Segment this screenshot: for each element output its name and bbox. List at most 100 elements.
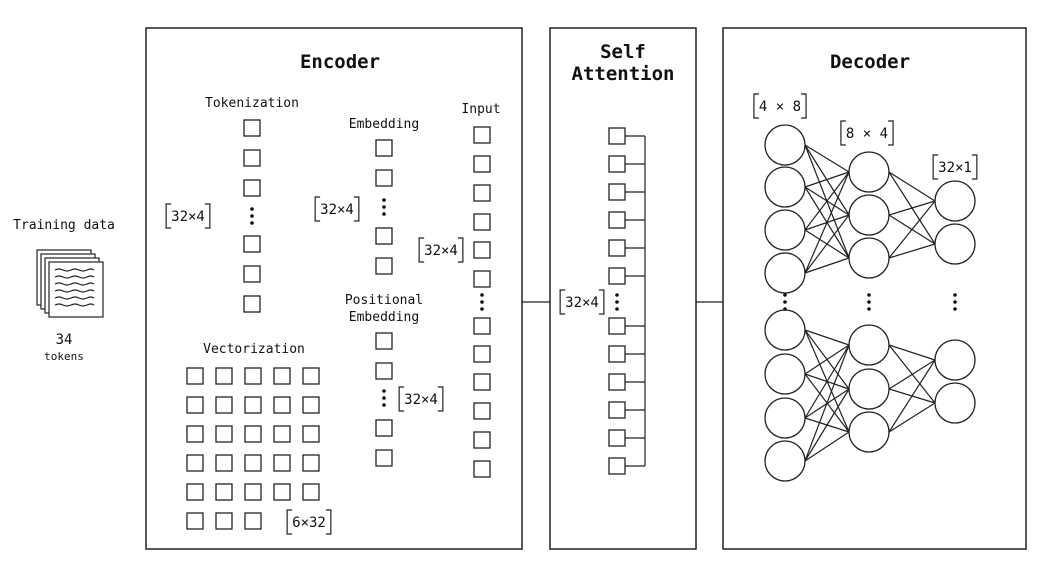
vectorization-cell bbox=[215, 396, 233, 414]
vectorization-cell bbox=[244, 396, 262, 414]
neuron-node-layer-3 bbox=[934, 339, 976, 381]
neuron-node-layer-1 bbox=[764, 166, 806, 208]
attention-cell bbox=[608, 211, 626, 229]
connection-edge bbox=[888, 359, 936, 390]
attention-cell bbox=[608, 127, 626, 145]
connection-edge bbox=[804, 388, 850, 462]
input-label: Input bbox=[461, 102, 500, 117]
input-cell bbox=[473, 270, 491, 288]
svg-text:4 × 8: 4 × 8 bbox=[759, 99, 801, 115]
attention-cell bbox=[608, 345, 626, 363]
connection-edge bbox=[888, 171, 936, 202]
neuron-node-layer-2 bbox=[848, 368, 890, 410]
input-cell bbox=[473, 460, 491, 478]
input-cell bbox=[473, 184, 491, 202]
ellipsis-dots bbox=[480, 293, 484, 311]
decoder-network bbox=[764, 124, 976, 482]
connection-edge bbox=[804, 344, 850, 375]
decoder-layer1-dim: 4 × 8 bbox=[753, 93, 807, 119]
attention-cell bbox=[608, 457, 626, 475]
svg-text:32×4: 32×4 bbox=[404, 392, 438, 408]
connection-edge bbox=[888, 344, 936, 361]
connection-edge bbox=[804, 344, 850, 462]
self-attention-panel bbox=[549, 27, 697, 550]
svg-text:8 × 4: 8 × 4 bbox=[846, 126, 888, 142]
vectorization-cell bbox=[302, 454, 320, 472]
connection-edge bbox=[804, 214, 850, 274]
connection-edge bbox=[888, 200, 936, 216]
neuron-node-layer-2 bbox=[848, 151, 890, 193]
embedding-label: Embedding bbox=[349, 117, 419, 132]
vectorization-cell bbox=[186, 367, 204, 385]
neuron-node-layer-1 bbox=[764, 209, 806, 251]
token-cell bbox=[243, 265, 261, 283]
token-cell bbox=[243, 179, 261, 197]
vectorization-cell bbox=[273, 454, 291, 472]
connection-edge bbox=[888, 402, 936, 433]
attention-cell bbox=[608, 429, 626, 447]
ellipsis-dots bbox=[783, 293, 787, 311]
tokenization-label: Tokenization bbox=[205, 96, 299, 111]
connection-edge bbox=[804, 171, 850, 274]
encoder-title: Encoder bbox=[300, 51, 380, 73]
input-cell bbox=[473, 241, 491, 259]
connection-edge bbox=[888, 359, 936, 433]
vectorization-cell bbox=[302, 483, 320, 501]
neuron-node-layer-2 bbox=[848, 194, 890, 236]
token-cell bbox=[243, 295, 261, 313]
ellipsis-dots bbox=[382, 198, 386, 216]
vectorization-cell bbox=[215, 512, 233, 530]
vectorization-cell bbox=[186, 483, 204, 501]
neuron-node-layer-1 bbox=[764, 440, 806, 482]
encoder-panel bbox=[145, 27, 523, 550]
positional-embedding-cell bbox=[375, 362, 393, 380]
embedding-cell bbox=[375, 257, 393, 275]
neuron-node-layer-1 bbox=[764, 252, 806, 294]
input-cell bbox=[473, 155, 491, 173]
vectorization-cell bbox=[273, 396, 291, 414]
positional-embedding-cell bbox=[375, 449, 393, 467]
ellipsis-dots bbox=[953, 293, 957, 311]
attention-dim: 32×4 bbox=[559, 289, 605, 315]
document-stack-icon bbox=[36, 249, 104, 318]
connection-edge bbox=[804, 171, 850, 188]
token-cell bbox=[243, 235, 261, 253]
vectorization-cell bbox=[302, 425, 320, 443]
ellipsis-dots bbox=[615, 293, 619, 311]
vectorization-cell bbox=[186, 425, 204, 443]
positional-embedding-cell bbox=[375, 332, 393, 350]
neuron-node-layer-2 bbox=[848, 237, 890, 279]
neuron-node-layer-3 bbox=[934, 180, 976, 222]
decoder-layer2-dim: 8 × 4 bbox=[840, 120, 894, 146]
vectorization-cell bbox=[186, 396, 204, 414]
vectorization-cell bbox=[244, 483, 262, 501]
vectorization-dim: 6×32 bbox=[286, 509, 332, 535]
connection-edge bbox=[804, 257, 850, 274]
input-cell bbox=[473, 345, 491, 363]
vectorization-cell bbox=[302, 367, 320, 385]
positional-label-line2: Embedding bbox=[349, 310, 419, 325]
input-cell bbox=[473, 402, 491, 420]
embedding-cell bbox=[375, 169, 393, 187]
ellipsis-dots bbox=[867, 293, 871, 311]
vectorization-label: Vectorization bbox=[203, 342, 305, 357]
connection-edge bbox=[804, 344, 850, 419]
svg-text:32×1: 32×1 bbox=[938, 160, 972, 176]
svg-text:32×4: 32×4 bbox=[320, 202, 354, 218]
connection-edge bbox=[804, 171, 850, 231]
vectorization-cell bbox=[273, 483, 291, 501]
positional-label-line1: Positional bbox=[345, 293, 423, 308]
neuron-node-layer-1 bbox=[764, 309, 806, 351]
neuron-node-layer-1 bbox=[764, 124, 806, 166]
connection-edge bbox=[804, 431, 850, 462]
attention-cell bbox=[608, 373, 626, 391]
token-count: 34 bbox=[56, 332, 73, 348]
decoder-title: Decoder bbox=[830, 51, 910, 73]
vectorization-cell bbox=[244, 425, 262, 443]
vectorization-cell bbox=[186, 454, 204, 472]
input-cell bbox=[473, 317, 491, 335]
neuron-node-layer-3 bbox=[934, 223, 976, 265]
svg-text:32×4: 32×4 bbox=[424, 243, 458, 259]
vectorization-cell bbox=[215, 367, 233, 385]
